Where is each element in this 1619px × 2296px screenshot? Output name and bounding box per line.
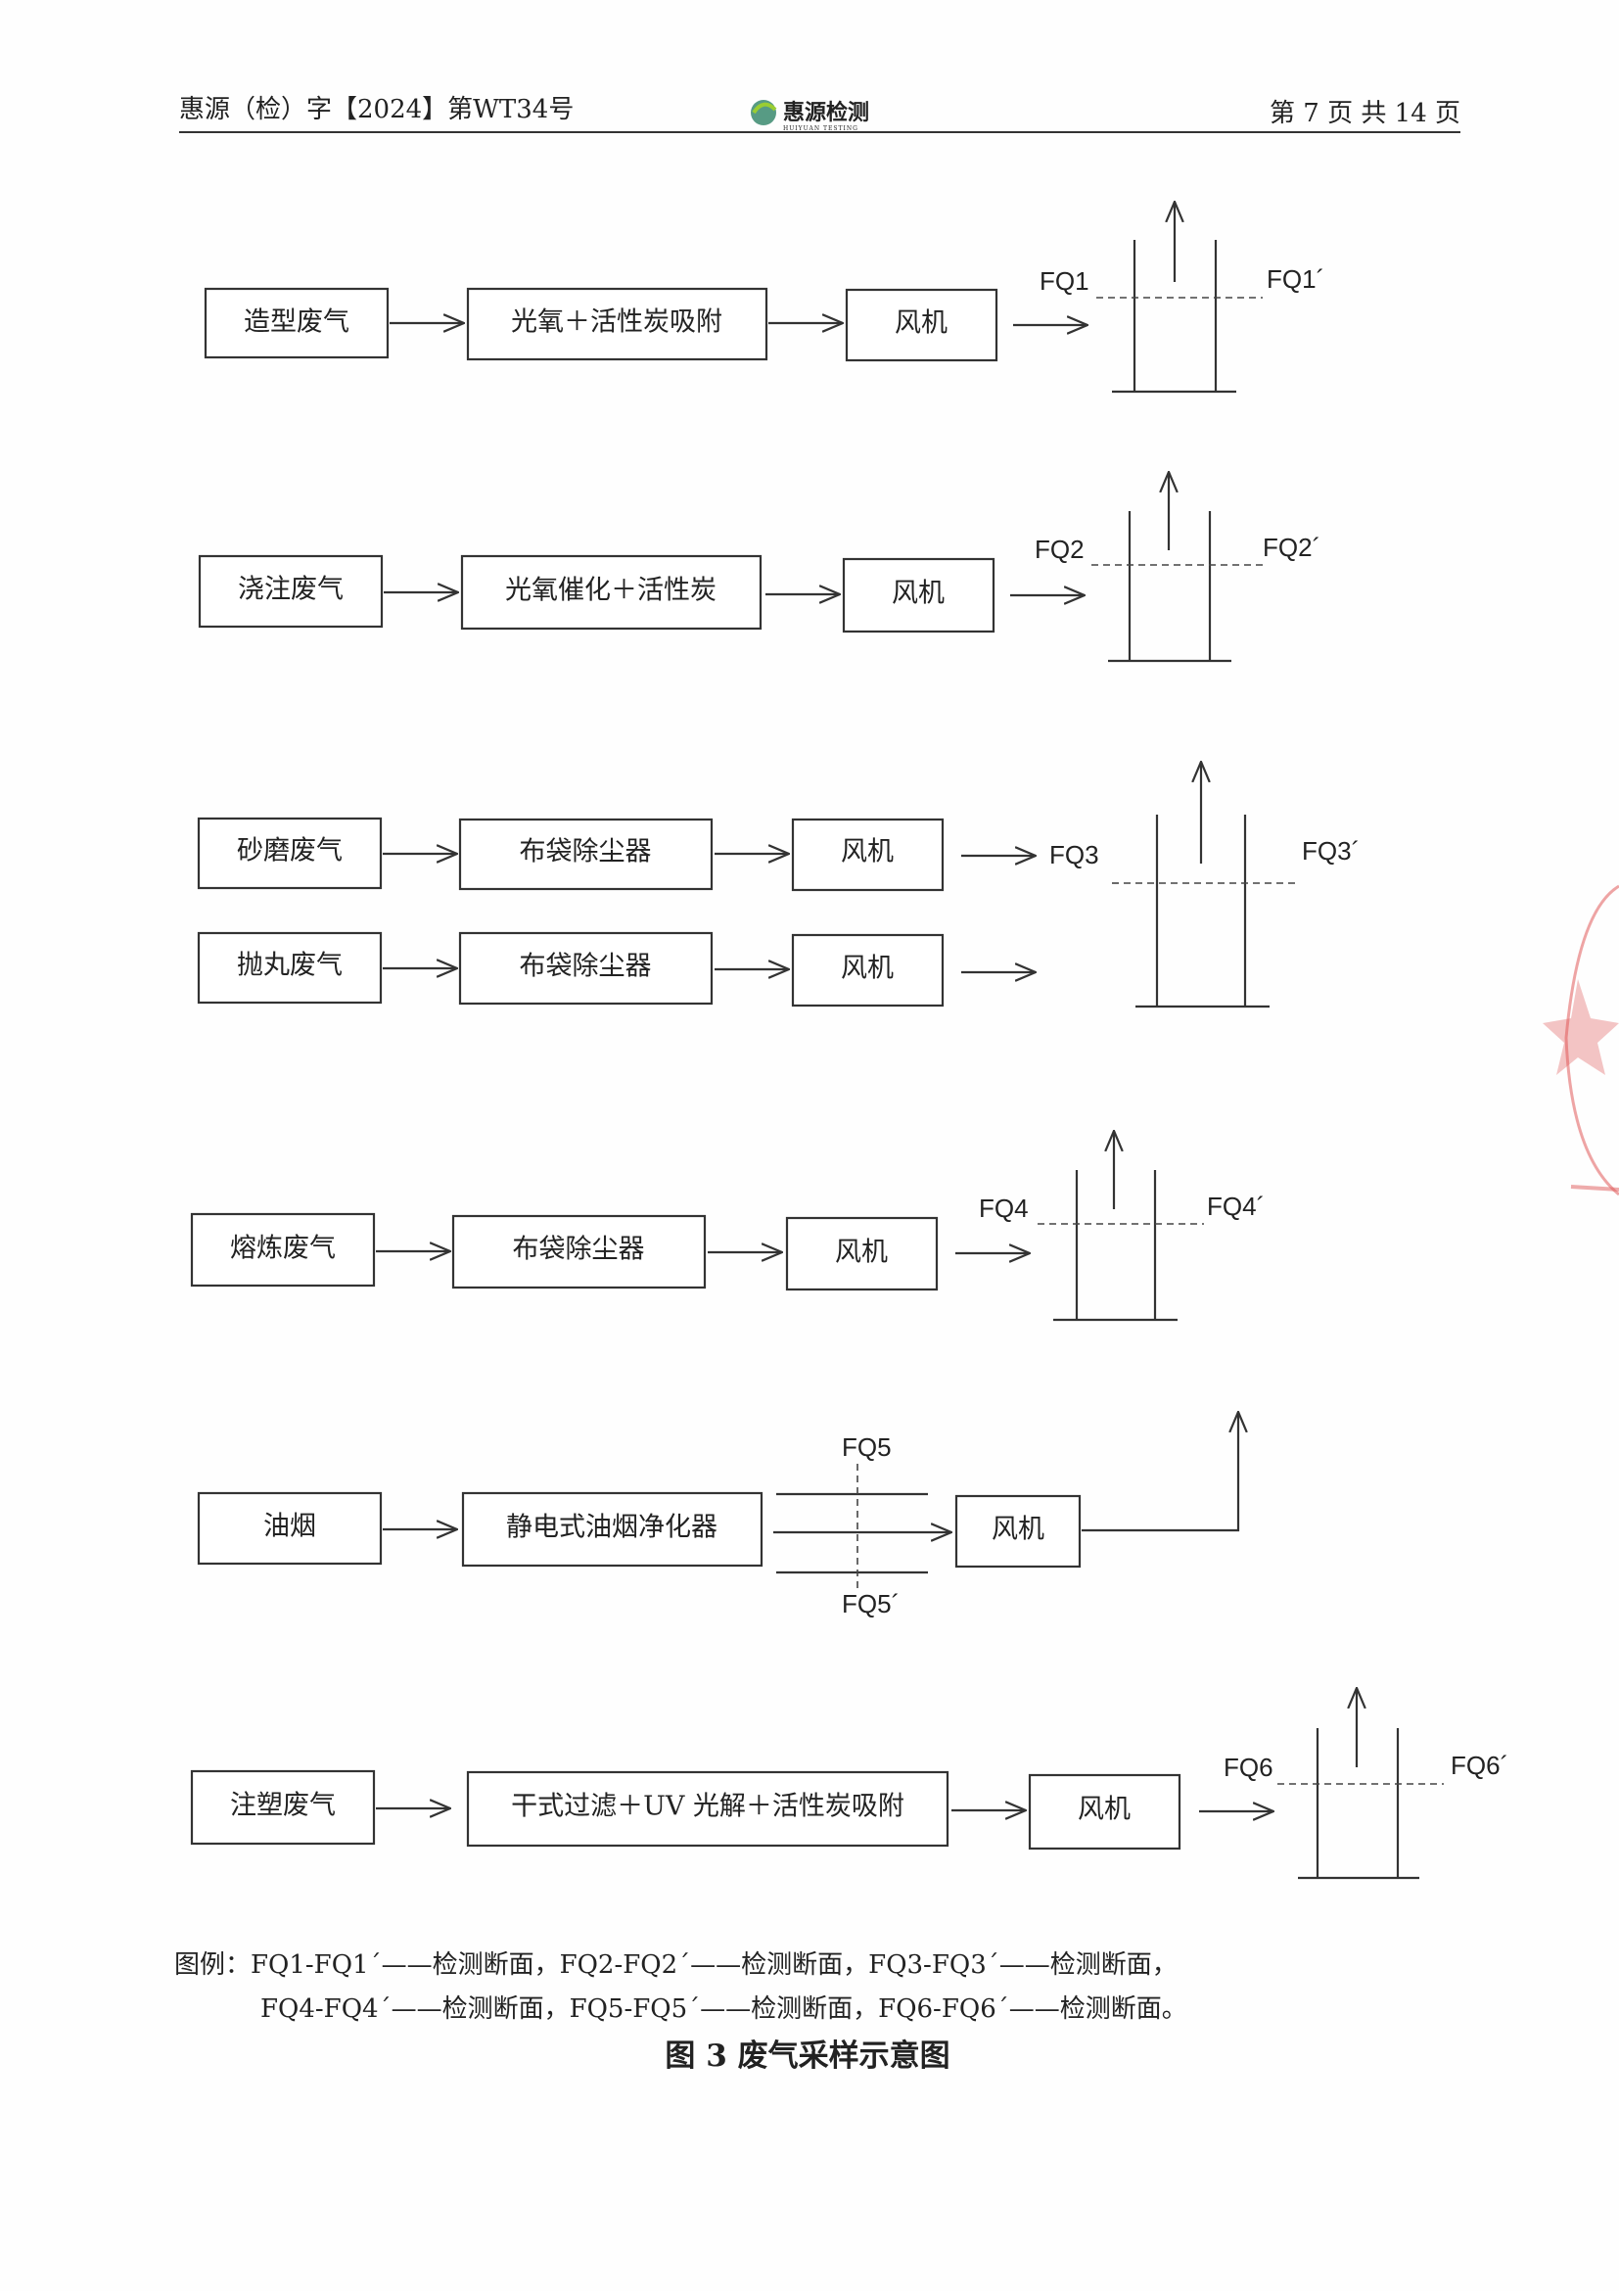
treatment-box <box>466 1770 949 1848</box>
sampling-point-label: FQ5 <box>842 1432 892 1462</box>
seal-star-icon <box>1543 979 1619 1075</box>
treatment-box <box>460 554 763 631</box>
flow-row-2: 浇注废气 光氧催化＋活性炭 风机 FQ2 FQ2´ <box>198 472 1320 663</box>
page-info: 第 7 页 共 14 页 <box>1270 99 1460 128</box>
treatment-box <box>461 1491 763 1568</box>
fan-label: 风机 <box>841 837 894 867</box>
treatment-label: 光氧催化＋活性炭 <box>505 576 717 606</box>
fan-box <box>791 818 945 892</box>
source-box <box>190 1212 376 1288</box>
exhaust-arrow <box>1082 1412 1238 1532</box>
legend: 图例：FQ1-FQ1´——检测断面，FQ2-FQ2´——检测断面，FQ3-FQ3… <box>174 1950 1187 2024</box>
source-box <box>190 1769 376 1846</box>
treatment-label: 布袋除尘器 <box>520 952 652 982</box>
sampling-point-label: FQ5´ <box>842 1589 900 1618</box>
company-logo: 惠源检测 HUIYUAN TESTING <box>751 100 869 132</box>
fan-label: 风机 <box>841 954 894 984</box>
treatment-label: 静电式油烟净化器 <box>506 1513 717 1543</box>
treatment-box <box>466 287 768 361</box>
flow-row-3: 砂磨废气 布袋除尘器 风机 FQ3 FQ3´ <box>197 817 1360 892</box>
duct <box>773 1464 951 1588</box>
document-number: 惠源（检）字【2024】第WT34号 <box>179 95 574 124</box>
fan-label: 风机 <box>1078 1795 1131 1825</box>
sampling-point-label: FQ2 <box>1035 535 1085 564</box>
source-box <box>198 554 384 629</box>
source-label: 造型废气 <box>244 307 349 338</box>
fan-label: 风机 <box>895 308 948 339</box>
sampling-point-label: FQ4 <box>979 1194 1029 1223</box>
source-label: 注塑废气 <box>230 1791 336 1821</box>
source-label: 油烟 <box>263 1512 316 1542</box>
logo-text: 惠源检测 <box>783 100 869 125</box>
sampling-point-label: FQ2´ <box>1263 533 1320 562</box>
fan-box <box>954 1494 1082 1569</box>
treatment-box <box>458 818 714 891</box>
logo-subtext: HUIYUAN TESTING <box>783 125 858 132</box>
flow-row-1: 造型废气 光氧＋活性炭吸附 风机 FQ1 FQ1´ <box>204 202 1324 394</box>
fan-label: 风机 <box>992 1515 1044 1545</box>
flow-row-5: 熔炼废气 布袋除尘器 风机 FQ4 FQ4´ <box>190 1131 1265 1322</box>
flow-row-7: 注塑废气 干式过滤＋UV 光解＋活性炭吸附 风机 FQ6 FQ6´ <box>190 1688 1508 1880</box>
exhaust-stack <box>1112 762 1300 1008</box>
treatment-label: 光氧＋活性炭吸附 <box>511 307 722 338</box>
source-box <box>197 1491 383 1566</box>
sampling-point-label: FQ3 <box>1049 840 1099 869</box>
source-label: 抛丸废气 <box>237 951 343 981</box>
flow-row-4: 抛丸废气 布袋除尘器 风机 <box>197 931 1036 1007</box>
fan-label: 风机 <box>835 1238 888 1268</box>
fan-box <box>1028 1773 1181 1851</box>
source-label: 砂磨废气 <box>237 836 343 867</box>
source-label: 熔炼废气 <box>230 1234 336 1264</box>
fan-box <box>785 1216 939 1291</box>
treatment-box <box>458 931 714 1006</box>
treatment-label: 布袋除尘器 <box>513 1235 645 1265</box>
exhaust-stack <box>1277 1688 1444 1880</box>
figure-caption: 图 3 废气采样示意图 <box>665 2038 949 2074</box>
source-box <box>197 931 383 1005</box>
treatment-box <box>451 1214 707 1289</box>
fan-box <box>791 933 945 1007</box>
legend-line-2: FQ4-FQ4´——检测断面，FQ5-FQ5´——检测断面，FQ6-FQ6´——… <box>260 1994 1187 2024</box>
sampling-point-label: FQ3´ <box>1302 836 1360 866</box>
treatment-label: 布袋除尘器 <box>520 837 652 867</box>
exhaust-stack <box>1091 472 1263 663</box>
seal-stamp <box>1543 884 1619 1196</box>
page-header: 惠源（检）字【2024】第WT34号 惠源检测 HUIYUAN TESTING … <box>179 95 1460 133</box>
flow-row-6: 油烟 静电式油烟净化器 FQ5 FQ5´ 风机 <box>197 1412 1238 1618</box>
sampling-point-label: FQ4´ <box>1207 1192 1265 1221</box>
source-box <box>197 817 383 890</box>
sampling-point-label: FQ6´ <box>1451 1751 1508 1780</box>
fan-box <box>845 288 998 362</box>
sampling-point-label: FQ1 <box>1040 266 1089 296</box>
exhaust-stack <box>1038 1131 1204 1322</box>
source-box <box>204 287 390 359</box>
sampling-point-label: FQ1´ <box>1267 264 1324 294</box>
fan-box <box>842 557 995 633</box>
legend-line-1: 图例：FQ1-FQ1´——检测断面，FQ2-FQ2´——检测断面，FQ3-FQ3… <box>174 1950 1178 1980</box>
exhaust-stack <box>1096 202 1263 394</box>
source-label: 浇注废气 <box>238 575 344 605</box>
treatment-label: 干式过滤＋UV 光解＋活性炭吸附 <box>511 1792 904 1822</box>
fan-label: 风机 <box>892 579 945 609</box>
sampling-point-label: FQ6 <box>1224 1753 1273 1782</box>
